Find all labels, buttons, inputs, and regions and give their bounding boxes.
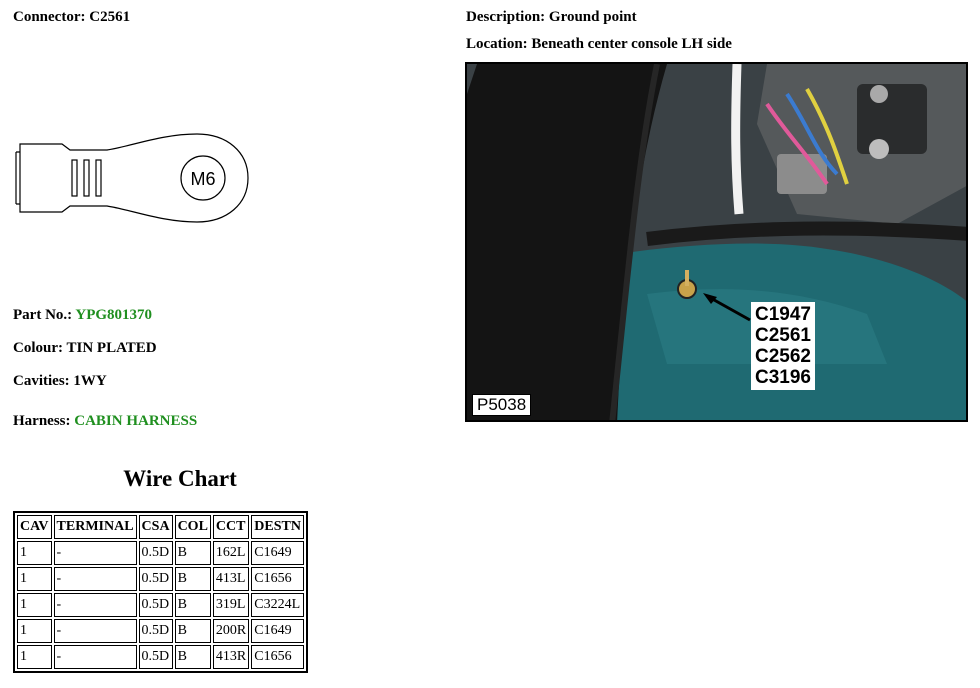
cell-col: B <box>174 541 211 565</box>
cell-destn: C1656 <box>251 567 304 591</box>
cell-destn: C1656 <box>251 645 304 669</box>
cell-cct: 413L <box>212 567 250 591</box>
part-number-link[interactable]: YPG801370 <box>75 307 153 323</box>
cell-destn: C1649 <box>251 619 304 643</box>
cell-col: B <box>174 593 211 617</box>
callout-connector: C2562 <box>755 346 811 367</box>
photo-code: P5038 <box>472 394 532 416</box>
cell-csa: 0.5D <box>138 619 173 643</box>
cell-cav: 1 <box>17 567 52 591</box>
cell-cav: 1 <box>17 593 52 617</box>
wire-chart-table: CAV TERMINAL CSA COL CCT DESTN 1 - 0.5D … <box>13 511 308 673</box>
header-col: COL <box>174 515 211 539</box>
header-terminal: TERMINAL <box>53 515 137 539</box>
cavities-label: Cavities: <box>13 373 70 389</box>
cavities-line: Cavities: 1WY <box>13 373 107 390</box>
cell-col: B <box>174 645 211 669</box>
table-header-row: CAV TERMINAL CSA COL CCT DESTN <box>17 515 304 539</box>
table-row: 1 - 0.5D B 162L C1649 <box>17 541 304 565</box>
terminal-size-label: M6 <box>190 169 215 189</box>
connector-callout: C1947 C2561 C2562 C3196 <box>751 302 815 390</box>
description-line: Description: Ground point <box>466 9 637 26</box>
header-csa: CSA <box>138 515 173 539</box>
callout-connector: C3196 <box>755 367 811 388</box>
cell-csa: 0.5D <box>138 567 173 591</box>
cell-terminal: - <box>53 593 137 617</box>
cell-cav: 1 <box>17 541 52 565</box>
cell-cav: 1 <box>17 645 52 669</box>
cell-cav: 1 <box>17 619 52 643</box>
description-value: Ground point <box>548 9 637 25</box>
cell-cct: 200R <box>212 619 250 643</box>
cell-cct: 162L <box>212 541 250 565</box>
part-number-label: Part No.: <box>13 307 73 323</box>
harness-link[interactable]: CABIN HARNESS <box>74 413 198 429</box>
cell-destn: C3224L <box>251 593 304 617</box>
location-photo: C1947 C2561 C2562 C3196 P5038 <box>465 62 968 422</box>
table-row: 1 - 0.5D B 413L C1656 <box>17 567 304 591</box>
cell-csa: 0.5D <box>138 645 173 669</box>
cell-csa: 0.5D <box>138 593 173 617</box>
cell-terminal: - <box>53 619 137 643</box>
cavities-value: 1WY <box>73 373 107 389</box>
cell-col: B <box>174 619 211 643</box>
colour-label: Colour: <box>13 340 63 356</box>
cell-terminal: - <box>53 541 137 565</box>
harness-line: Harness: CABIN HARNESS <box>13 413 197 430</box>
table-row: 1 - 0.5D B 200R C1649 <box>17 619 304 643</box>
connector-value: C2561 <box>89 9 131 25</box>
callout-connector: C2561 <box>755 325 811 346</box>
cell-csa: 0.5D <box>138 541 173 565</box>
header-cct: CCT <box>212 515 250 539</box>
table-row: 1 - 0.5D B 413R C1656 <box>17 645 304 669</box>
description-label: Description: <box>466 9 546 25</box>
location-label: Location: <box>466 36 528 52</box>
location-line: Location: Beneath center console LH side <box>466 36 732 53</box>
header-cav: CAV <box>17 515 52 539</box>
connector-line: Connector: C2561 <box>13 9 130 26</box>
cell-terminal: - <box>53 645 137 669</box>
photo-scene <box>467 64 966 420</box>
location-value: Beneath center console LH side <box>531 36 732 52</box>
ring-terminal-drawing: M6 <box>15 133 249 223</box>
header-destn: DESTN <box>251 515 304 539</box>
cell-cct: 319L <box>212 593 250 617</box>
table-row: 1 - 0.5D B 319L C3224L <box>17 593 304 617</box>
cell-cct: 413R <box>212 645 250 669</box>
cell-col: B <box>174 567 211 591</box>
cell-destn: C1649 <box>251 541 304 565</box>
connector-label: Connector: <box>13 9 86 25</box>
colour-line: Colour: TIN PLATED <box>13 340 157 357</box>
part-number-line: Part No.: YPG801370 <box>13 307 152 324</box>
harness-label: Harness: <box>13 413 71 429</box>
cell-terminal: - <box>53 567 137 591</box>
wire-chart-title: Wire Chart <box>123 466 237 491</box>
callout-connector: C1947 <box>755 304 811 325</box>
colour-value: TIN PLATED <box>66 340 157 356</box>
